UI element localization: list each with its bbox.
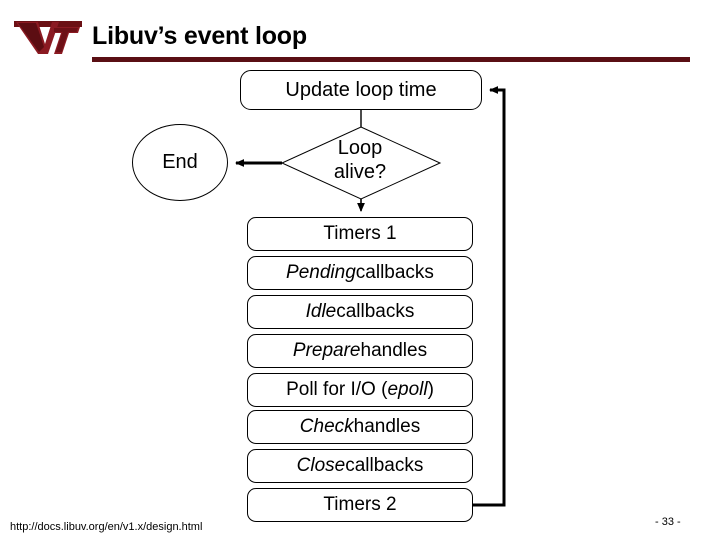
node-timers-1-label: Timers 1 <box>323 223 397 245</box>
node-pending-callbacks-emphasis: Pending <box>286 262 356 284</box>
node-poll-for-io-suffix: ) <box>427 379 434 401</box>
virginia-tech-vt-logo <box>14 21 82 54</box>
node-pending-callbacks[interactable]: Pending callbacks <box>247 256 473 290</box>
node-update-loop-time-label: Update loop time <box>285 78 437 101</box>
node-idle-callbacks-label: callbacks <box>336 301 415 323</box>
node-check-handles-label: handles <box>353 416 421 438</box>
node-pending-callbacks-label: callbacks <box>355 262 434 284</box>
node-poll-for-io[interactable]: Poll for I/O (epoll) <box>247 373 473 407</box>
node-idle-callbacks-emphasis: Idle <box>305 301 337 323</box>
node-close-callbacks-emphasis: Close <box>296 455 346 477</box>
node-end[interactable]: End <box>132 124 228 201</box>
node-timers-1[interactable]: Timers 1 <box>247 217 473 251</box>
node-close-callbacks-label: callbacks <box>345 455 424 477</box>
node-timers-2-label: Timers 2 <box>323 494 397 516</box>
node-check-handles-emphasis: Check <box>299 416 354 438</box>
node-close-callbacks[interactable]: Close callbacks <box>247 449 473 483</box>
decision-line-2: alive? <box>333 161 387 184</box>
node-timers-2[interactable]: Timers 2 <box>247 488 473 522</box>
decision-line-1: Loop <box>337 137 383 159</box>
node-prepare-handles[interactable]: Prepare handles <box>247 334 473 368</box>
page-title: Libuv’s event loop <box>92 22 307 50</box>
node-poll-for-io-label: Poll for I/O ( <box>286 379 388 401</box>
connector-feedback-loop <box>473 86 506 507</box>
node-idle-callbacks[interactable]: Idle callbacks <box>247 295 473 329</box>
node-poll-for-io-emphasis: epoll <box>387 379 428 401</box>
node-loop-alive-label: Loop alive? <box>305 136 415 185</box>
node-prepare-handles-emphasis: Prepare <box>292 340 361 362</box>
page-number: - 33 - <box>655 516 681 528</box>
node-check-handles[interactable]: Check handles <box>247 410 473 444</box>
footer-source-url[interactable]: http://docs.libuv.org/en/v1.x/design.htm… <box>10 521 203 533</box>
node-update-loop-time[interactable]: Update loop time <box>240 70 482 110</box>
title-divider <box>92 57 690 62</box>
node-prepare-handles-label: handles <box>360 340 428 362</box>
node-end-label: End <box>162 151 198 174</box>
